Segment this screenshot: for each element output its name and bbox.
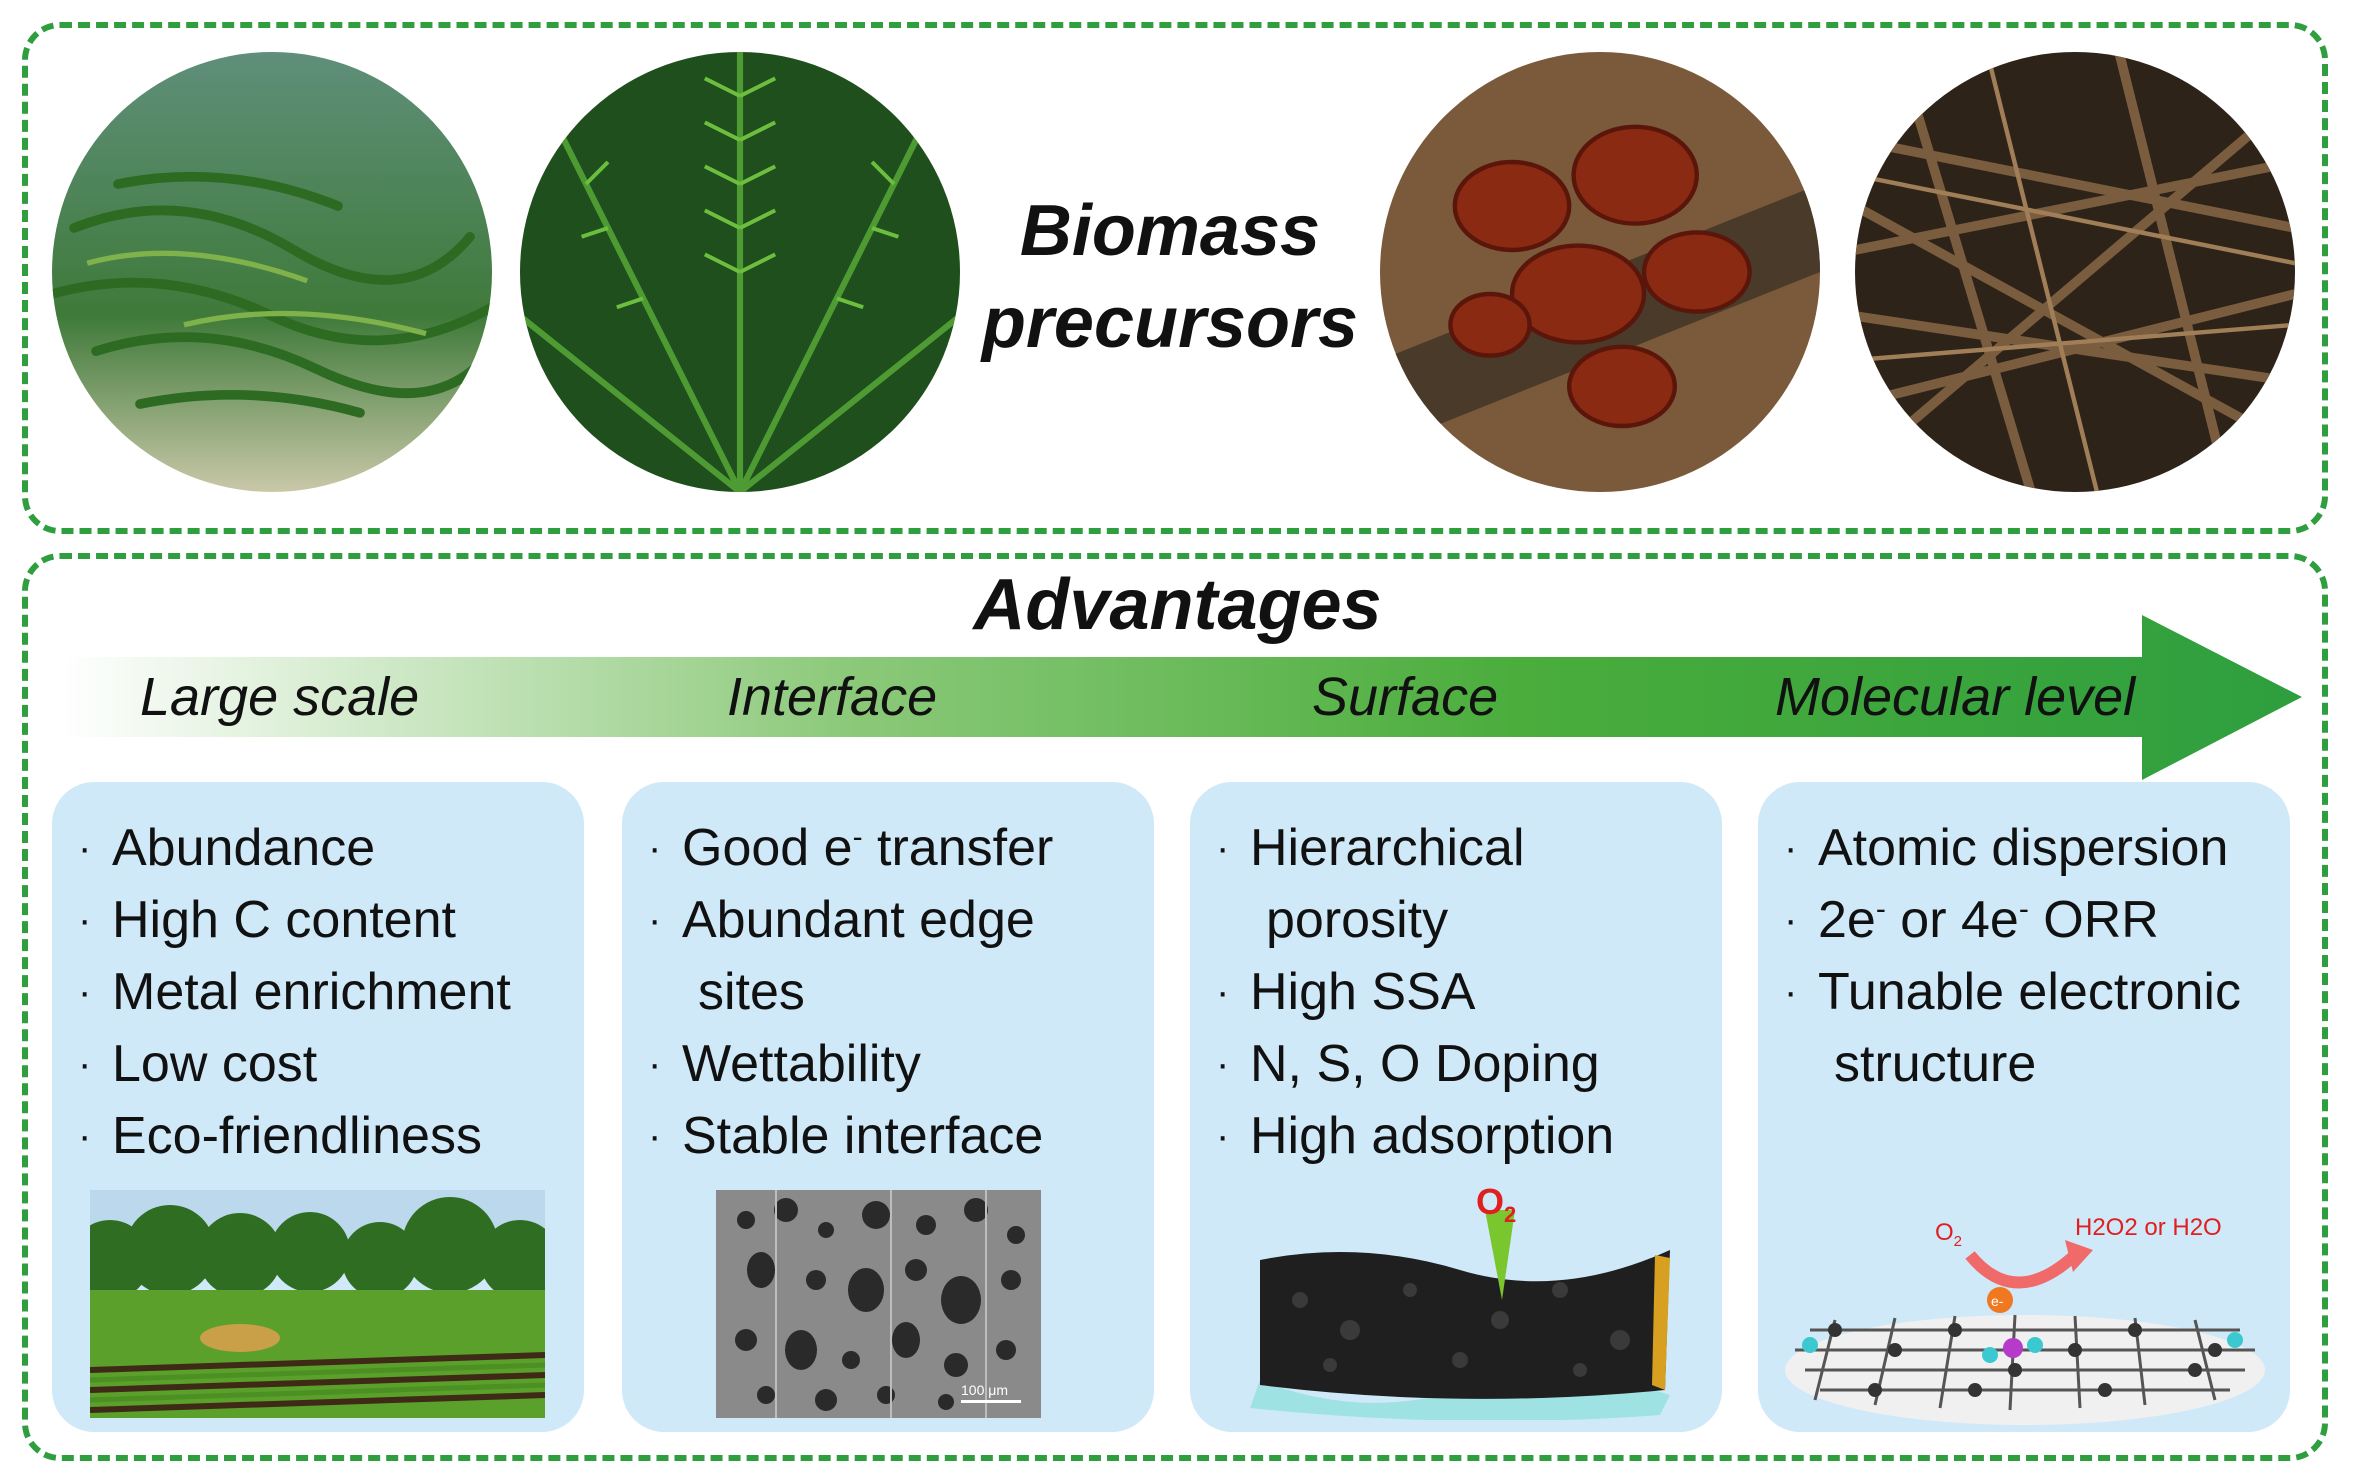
list-item: ·Stable interface (648, 1107, 1044, 1165)
list-item: ·Abundance (78, 819, 376, 877)
list-item: ·2e- or 4e- ORR (1784, 891, 2159, 949)
list-item: ·Eco-friendliness (78, 1107, 482, 1165)
arrow-label-large-scale: Large scale (140, 667, 420, 727)
list-item: ·Metal enrichment (78, 963, 511, 1021)
arrow-label-interface: Interface (727, 667, 938, 727)
advantages-title: Advantages (973, 565, 1382, 645)
sem-micrograph: 100 μm (716, 1190, 1041, 1418)
panel-molecular-level: ·Atomic dispersion ·2e- or 4e- ORR ·Tuna… (1758, 782, 2290, 1432)
list-item: ·High C content (78, 891, 456, 949)
title-line-1: Biomass (1019, 191, 1321, 271)
list-item: ·High SSA (1216, 963, 1476, 1021)
arrow-label-molecular-level: Molecular level (1775, 667, 2136, 727)
fern-photo (520, 52, 960, 492)
electron-label: e- (1991, 1293, 2004, 1309)
list-item: ·Wettability (648, 1035, 921, 1093)
o2-label: O2 (1476, 1181, 1516, 1227)
title-line-2: precursors (981, 283, 1359, 363)
advantages-frame (22, 553, 2328, 1461)
list-item: ·High adsorption (1216, 1107, 1615, 1165)
scale-arrow (62, 615, 2302, 780)
branches-photo (1855, 52, 2295, 492)
list-item: ·N, S, O Doping (1216, 1035, 1600, 1093)
biomass-precursors-title: Biomass precursors (930, 185, 1410, 369)
product-label: H2O2 or H2O (2075, 1214, 2222, 1241)
graphene-single-atom-illustration: e- O2 H2O2 or H2O (1775, 1180, 2275, 1425)
biomass-precursors-frame (22, 22, 2328, 534)
arrow-label-surface: Surface (1312, 667, 1499, 727)
graphene-o2-label: O2 (1935, 1219, 1962, 1250)
sem-scale-bar: 100 μm (961, 1382, 1008, 1398)
fungus-photo (1380, 52, 1820, 492)
farmland-photo (90, 1190, 545, 1418)
list-item: ·Atomic dispersion (1784, 819, 2229, 877)
list-item: ·Low cost (78, 1035, 318, 1093)
porous-carbon-illustration: O2 (1240, 1180, 1680, 1420)
seaweed-photo (52, 52, 492, 492)
list-item: ·Good e- transfer (648, 819, 1054, 877)
